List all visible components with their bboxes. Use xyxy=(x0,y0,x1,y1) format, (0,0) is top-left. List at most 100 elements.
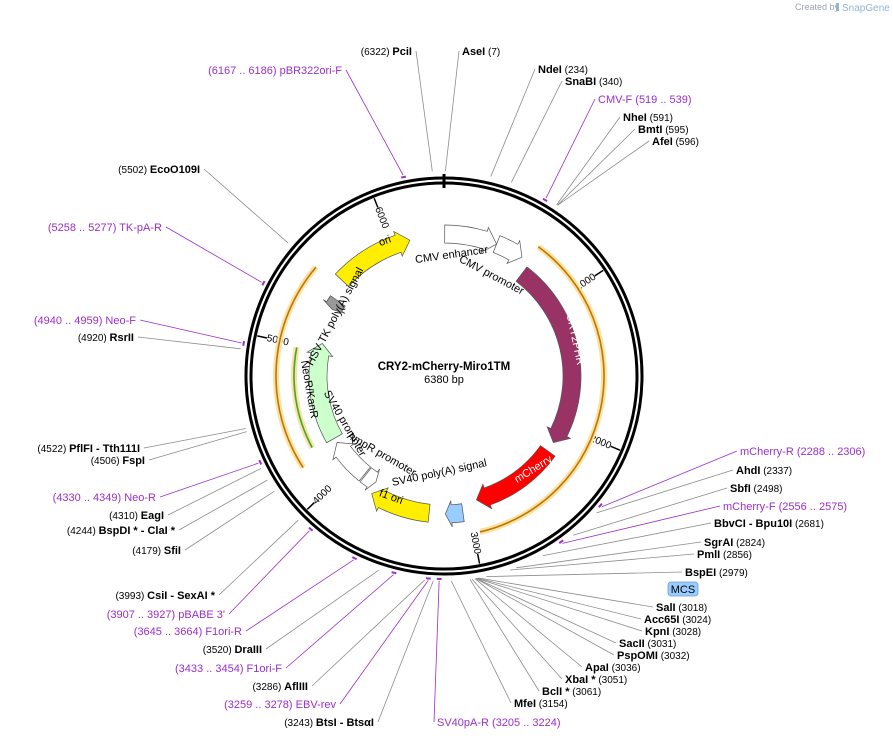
enzyme-name: EcoO109I xyxy=(150,164,200,176)
feature-sv40-promoter xyxy=(332,442,371,482)
enzyme-name: RsrII xyxy=(110,332,134,344)
enzyme-name: BspDI * - ClaI * xyxy=(99,525,176,537)
enzyme-label: XbaI * (3051) xyxy=(565,674,627,686)
enzyme-label: NheI (591) xyxy=(623,112,673,124)
enzyme-label: MfeI (3154) xyxy=(514,698,568,710)
enzyme-label: (4244) BspDI * - ClaI * xyxy=(67,525,176,537)
enzyme-name: AhdI xyxy=(736,465,760,477)
feature-f1-ori xyxy=(371,487,431,523)
enzyme-pos: (4522) xyxy=(37,444,69,455)
enzyme-name: SacII xyxy=(619,638,645,650)
enzyme-name: ApaI xyxy=(585,662,609,674)
enzyme-pos: (3031) xyxy=(645,639,677,650)
leader-line xyxy=(143,428,246,449)
leader-line xyxy=(469,579,540,692)
leader-line xyxy=(184,490,275,551)
leader-line xyxy=(476,578,643,632)
plasmid-name: CRY2-mCherry-Miro1TM xyxy=(378,361,510,373)
leader-line xyxy=(203,168,289,244)
enzyme-name: DraIII xyxy=(234,644,262,656)
leader-line xyxy=(478,577,654,608)
primer-mark xyxy=(351,556,358,561)
leader-line xyxy=(339,580,429,705)
leader-line xyxy=(545,98,596,199)
enzyme-pos: (2498) xyxy=(751,484,783,495)
leader-line xyxy=(159,462,259,498)
primer-mark xyxy=(258,459,263,465)
leader-line xyxy=(415,50,433,172)
primer-label: (6167 .. 6186) pBR322ori-F xyxy=(208,65,342,77)
leader-line xyxy=(265,569,379,650)
enzyme-label: SgrAI (2824) xyxy=(704,537,765,549)
enzyme-pos: (4920) xyxy=(78,333,110,344)
enzyme-pos: (4179) xyxy=(132,546,164,557)
primer-label: SV40pA-R (3205 .. 3224) xyxy=(437,717,561,729)
tick-line xyxy=(373,197,379,208)
enzyme-pos: (3032) xyxy=(658,651,690,662)
label-ori: ori xyxy=(377,233,393,248)
feature-cry2phr xyxy=(515,266,582,443)
primer-mark xyxy=(400,175,407,179)
enzyme-name: BtsI - BtsαI xyxy=(316,717,374,729)
enzyme-pos: (5502) xyxy=(118,165,150,176)
enzyme-label: SalI (3018) xyxy=(656,602,707,614)
enzyme-name: BspEI xyxy=(685,567,716,579)
leader-line xyxy=(573,487,728,536)
enzyme-label: (4506) FspI xyxy=(91,455,145,467)
enzyme-name: Acc65I xyxy=(644,614,679,626)
enzyme-pos: (3036) xyxy=(609,663,641,674)
enzyme-label: SacII (3031) xyxy=(619,638,676,650)
enzyme-label: KpnI (3028) xyxy=(645,626,701,638)
enzyme-name: MfeI xyxy=(514,698,536,710)
leader-line xyxy=(474,578,583,668)
primer-mark xyxy=(558,539,564,544)
leader-line xyxy=(228,530,310,615)
orf-arcs xyxy=(273,244,607,535)
tick-line xyxy=(257,335,268,339)
enzyme-name: SfiI xyxy=(164,545,181,557)
enzyme-label: (3993) CsiI - SexAI * xyxy=(115,590,215,602)
leader-line xyxy=(245,559,354,632)
leader-line xyxy=(285,574,394,669)
enzyme-label: SnaBI (340) xyxy=(565,76,622,88)
feature-neor-kanr xyxy=(306,343,343,444)
orf-arc xyxy=(293,347,313,448)
enzyme-name: PmlI xyxy=(697,549,720,561)
leader-line xyxy=(345,69,404,176)
primer-label: (3433 .. 3454) F1ori-F xyxy=(175,663,282,675)
primer-label: (5258 .. 5277) TK-pA-R xyxy=(48,222,162,234)
leader-lines xyxy=(137,50,738,723)
enzyme-label: (4310) EagI xyxy=(109,510,164,522)
enzyme-pos: (591) xyxy=(647,113,673,124)
feature-ori xyxy=(334,230,411,287)
enzyme-pos: (3028) xyxy=(669,627,701,638)
enzyme-name: SalI xyxy=(656,602,676,614)
leader-line xyxy=(433,580,440,723)
leader-line xyxy=(542,522,712,557)
enzyme-name: BclI * xyxy=(542,686,570,698)
enzyme-name: CsiI - SexAI * xyxy=(147,590,216,602)
enzyme-pos: (595) xyxy=(662,125,688,136)
enzyme-name: KpnI xyxy=(645,626,669,638)
enzyme-pos: (2681) xyxy=(792,519,824,530)
leader-line xyxy=(165,226,262,283)
enzyme-pos: (596) xyxy=(673,137,699,148)
primer-mark xyxy=(261,280,266,286)
leader-line xyxy=(475,578,617,644)
leader-line xyxy=(516,541,702,569)
feature-sv40-poly-a-signal xyxy=(444,500,465,527)
tick-line xyxy=(476,553,481,564)
orf-arc xyxy=(275,266,317,468)
enzyme-label: PspOMI (3032) xyxy=(617,650,690,662)
brand-text: SnapGene xyxy=(842,3,890,14)
enzyme-pos: (234) xyxy=(562,65,588,76)
enzyme-name: AfeI xyxy=(652,136,673,148)
leader-line xyxy=(139,319,242,344)
enzyme-label: PmlI (2856) xyxy=(697,549,752,561)
enzyme-label: BspEI (2979) xyxy=(685,567,748,579)
leader-line xyxy=(445,50,460,172)
enzyme-label: AhdI (2337) xyxy=(736,465,792,477)
enzyme-name: PspOMI xyxy=(617,650,658,662)
leader-line xyxy=(450,580,512,704)
